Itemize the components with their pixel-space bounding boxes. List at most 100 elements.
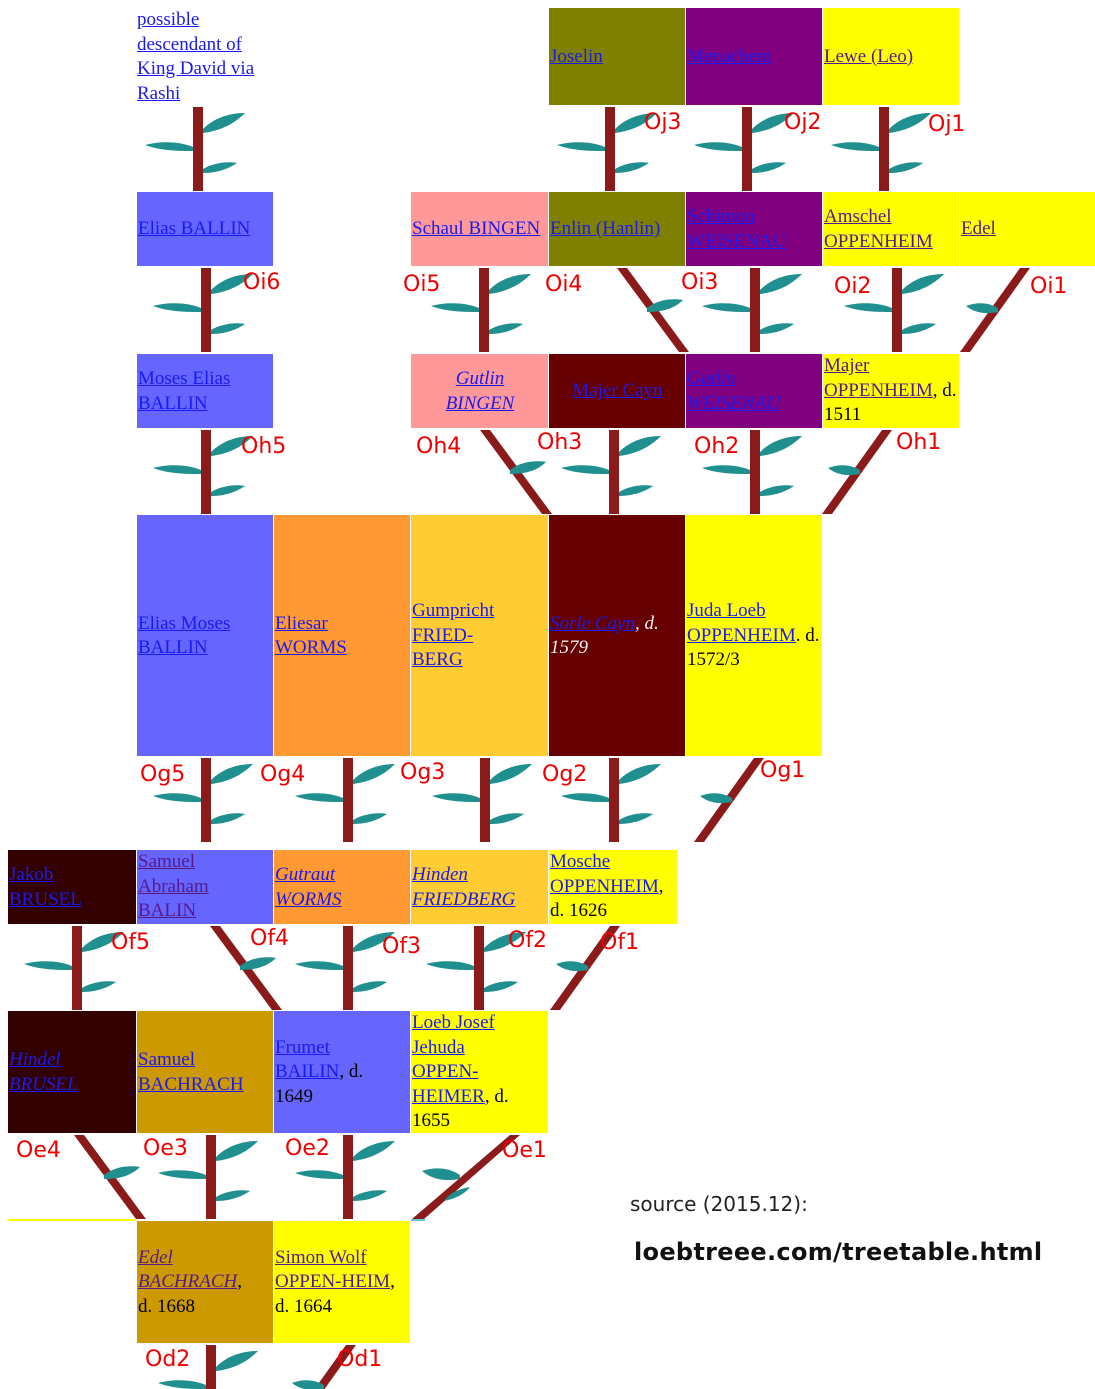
person-hinden[interactable]: Hinden FRIEDBERG [411,850,548,924]
person-link[interactable]: Moses Elias BALLIN [138,367,273,416]
person-lewe[interactable]: Lewe (Leo) [823,8,959,105]
person-hindel[interactable]: Hindel BRUSEL [8,1011,136,1133]
label-oh2: Oh2 [694,434,739,460]
person-joselin[interactable]: Joselin [549,8,685,105]
label-oi2: Oi2 [834,274,871,300]
person-frumet[interactable]: Frumet BAILIN, d. 1649 [274,1011,410,1133]
label-od1: Od1 [337,1347,382,1373]
person-text: Frumet BAILIN, d. 1649 [275,1036,385,1110]
person-text: Edel BACHRACH, d. 1668 [138,1246,258,1320]
label-oh1: Oh1 [896,430,941,456]
person-eliesar[interactable]: Eliesar WORMS [274,515,410,756]
person-jakob[interactable]: Jakob BRUSEL [8,850,136,924]
person-link[interactable]: Majer OPPENHEIM [824,355,933,401]
label-og5: Og5 [140,762,185,788]
person-link[interactable]: Hinden FRIEDBERG [412,863,492,912]
person-link[interactable]: Edel BACHRACH [138,1247,237,1293]
person-text: Simon Wolf OPPEN-HEIM, d. 1664 [275,1246,405,1320]
label-of4: Of4 [250,926,289,952]
branch-icon [287,926,397,1010]
person-link[interactable]: Schaul BINGEN [412,217,540,242]
person-amschel[interactable]: Amschel OPPENHEIM [823,192,959,266]
branch-icon [145,430,255,514]
person-text: Juda Loeb OPPENHEIM. d. 1572/3 [687,599,822,673]
person-mosche[interactable]: Mosche OPPENHEIM, d. 1626 [549,850,677,924]
person-link[interactable]: Gumpricht FRIED-BERG [412,599,502,673]
label-oj1: Oj1 [928,112,965,138]
person-gutraut[interactable]: Gutraut WORMS [274,850,410,924]
label-og1: Og1 [760,758,805,784]
source-url: loebtreee.com/treetable.html [634,1238,1042,1266]
branch-icon [617,268,689,352]
label-od2: Od2 [145,1347,190,1373]
label-oi4: Oi4 [545,272,582,298]
branch-icon [820,430,892,514]
person-link[interactable]: Samuel Abraham BALIN [138,850,228,924]
label-of5: Of5 [111,930,150,956]
person-link[interactable]: Joselin [550,45,603,70]
king-david-link[interactable]: possible descendant of King David via Ra… [137,9,254,104]
person-text: Loeb Josef Jehuda OPPEN-HEIMER, d. 1655 [412,1011,522,1133]
person-gumpricht[interactable]: Gumpricht FRIED-BERG [411,515,548,756]
person-link[interactable]: Menachem [687,45,771,70]
person-gutlin-weisenau[interactable]: Gutlin WEISENAU [686,354,822,428]
person-link[interactable]: Gutraut WORMS [275,863,355,912]
person-link[interactable]: Lewe (Leo) [824,45,913,70]
person-link[interactable]: Amschel OPPENHEIM [824,205,959,254]
source-label: source (2015.12): [630,1192,808,1216]
person-link[interactable]: Simon Wolf OPPEN-HEIM [275,1247,390,1293]
label-oj3: Oj3 [644,110,681,136]
person-link[interactable]: Schimon WEISENAU [687,205,822,254]
person-samuel-bachrach[interactable]: Samuel BACHRACH [137,1011,273,1133]
person-link[interactable]: Majer Cayn [572,379,662,404]
person-samuel-abraham[interactable]: Samuel Abraham BALIN [137,850,273,924]
person-link[interactable]: Enlin (Hanlin) [550,217,660,242]
king-david-note[interactable]: possible descendant of King David via Ra… [137,8,277,106]
person-edel-top[interactable]: Edel [960,192,1095,266]
label-og4: Og4 [260,762,305,788]
person-sorle[interactable]: Sorle Cayn, d. 1579 [549,515,685,756]
label-of1: Of1 [600,930,639,956]
person-link[interactable]: Frumet BAILIN [275,1037,339,1083]
person-majer-cayn[interactable]: Majer Cayn [549,354,685,428]
person-link[interactable]: Hindel BRUSEL [9,1048,99,1097]
person-schaul-bingen[interactable]: Schaul BINGEN [411,192,548,266]
label-oi6: Oi6 [243,270,280,296]
label-oi1: Oi1 [1030,274,1067,300]
person-juda-loeb[interactable]: Juda Loeb OPPENHEIM. d. 1572/3 [686,515,822,756]
person-edel-bachrach[interactable]: Edel BACHRACH, d. 1668 [137,1221,273,1343]
label-oe3: Oe3 [143,1136,188,1162]
person-majer-oppenheim[interactable]: Majer OPPENHEIM, d. 1511 [823,354,959,428]
person-link[interactable]: Elias Moses BALLIN [138,612,273,661]
person-link[interactable]: Samuel BACHRACH [138,1048,258,1097]
person-menachem[interactable]: Menachem [686,8,822,105]
person-link[interactable]: Loeb Josef Jehuda OPPEN-HEIMER [412,1012,495,1107]
branch-icon [549,107,659,191]
person-gutlin-bingen[interactable]: Gutlin BINGEN [411,354,548,428]
person-link[interactable]: Jakob BRUSEL [9,863,99,912]
person-schimon[interactable]: Schimon WEISENAU [686,192,822,266]
label-og2: Og2 [542,762,587,788]
label-oj2: Oj2 [784,110,821,136]
person-loeb-josef[interactable]: Loeb Josef Jehuda OPPEN-HEIMER, d. 1655 [411,1011,548,1133]
person-link[interactable]: Mosche OPPENHEIM [550,851,659,897]
person-link[interactable]: Gutlin BINGEN [435,367,525,416]
label-oe2: Oe2 [285,1136,330,1162]
person-moses-elias[interactable]: Moses Elias BALLIN [137,354,273,428]
person-link[interactable]: Gutlin WEISENAU [687,367,822,416]
person-link[interactable]: Sorle Cayn [550,613,635,634]
label-og3: Og3 [400,760,445,786]
branch-icon [823,107,933,191]
person-elias-ballin[interactable]: Elias BALLIN [137,192,273,266]
person-enlin[interactable]: Enlin (Hanlin) [549,192,685,266]
person-link[interactable]: Elias BALLIN [138,217,250,242]
person-link[interactable]: Juda Loeb OPPENHEIM [687,600,796,646]
label-oh5: Oh5 [241,434,286,460]
label-oi5: Oi5 [403,272,440,298]
person-elias-moses[interactable]: Elias Moses BALLIN [137,515,273,756]
branch-icon [145,268,255,352]
person-link[interactable]: Eliesar WORMS [275,612,365,661]
person-link[interactable]: Edel [961,217,996,242]
branch-icon [686,107,796,191]
person-simon-wolf[interactable]: Simon Wolf OPPEN-HEIM, d. 1664 [274,1221,410,1343]
